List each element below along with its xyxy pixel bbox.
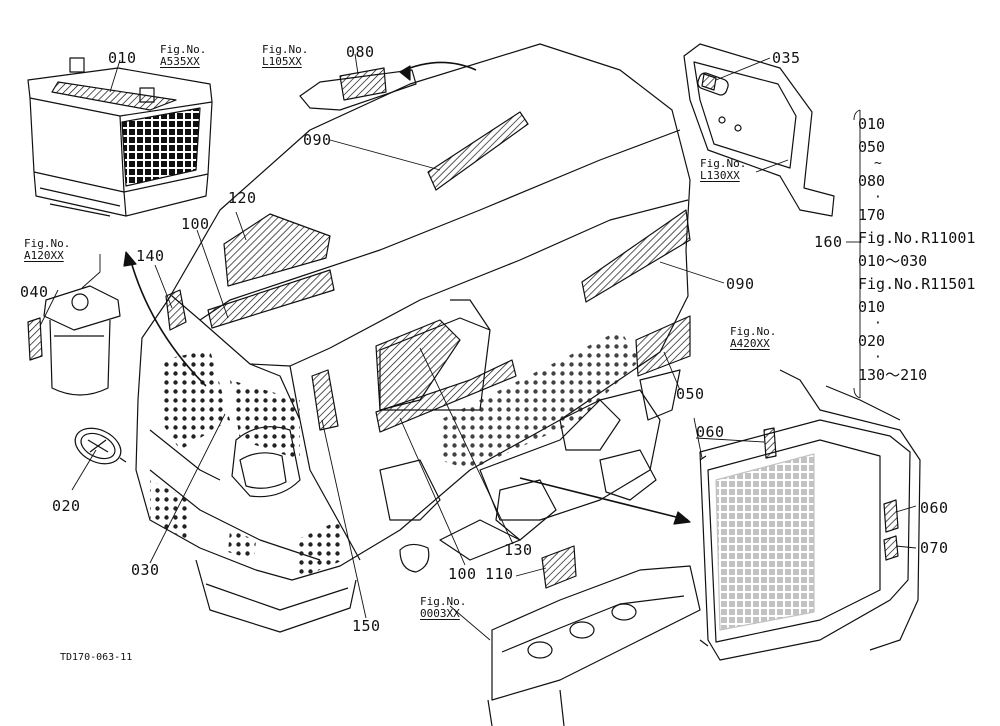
fig-ref-radiator: Fig.No. A420XX xyxy=(730,326,776,350)
fig-ref-code: A420XX xyxy=(730,337,770,350)
callout-110: 110 xyxy=(485,565,514,583)
fig-ref-label: Fig.No. xyxy=(262,43,309,56)
range-item: 010～030 xyxy=(858,252,928,270)
fuel-filter-illustration xyxy=(27,285,121,396)
range-dot: · xyxy=(874,316,882,331)
fig-ref-code: L130XX xyxy=(700,169,740,182)
fig-ref-filter: Fig.No. A120XX xyxy=(24,238,70,262)
bonnet-illustration xyxy=(135,43,691,633)
decal-150 xyxy=(311,369,339,431)
callout-080: 080 xyxy=(346,43,375,61)
callout-050: 050 xyxy=(676,385,705,403)
decal-090-side xyxy=(581,209,691,303)
drawing-code: TD170-063-11 xyxy=(60,652,133,663)
callout-100-mid: 100 xyxy=(448,565,477,583)
callout-030: 030 xyxy=(131,561,160,579)
battery-illustration xyxy=(27,57,213,217)
range-dot: · xyxy=(874,190,882,205)
decal-100-mid xyxy=(375,359,517,433)
fig-ref-label: Fig.No. xyxy=(420,595,467,608)
range-item: 170 xyxy=(858,206,886,224)
callout-070: 070 xyxy=(920,539,949,557)
decal-130 xyxy=(375,319,461,411)
decal-100-top xyxy=(207,269,335,329)
decal-140 xyxy=(165,289,187,331)
range-item: Fig.No.R11501 xyxy=(858,275,976,293)
fig-ref-code: 0003XX xyxy=(420,607,460,620)
cap-illustration xyxy=(74,427,127,465)
callout-020: 020 xyxy=(52,497,81,515)
engine-illustration xyxy=(439,369,681,561)
fig-ref-battery: Fig.No. A535XX xyxy=(160,44,206,68)
range-tilde: ~ xyxy=(874,156,882,171)
fig-ref-code: A120XX xyxy=(24,249,64,262)
decal-050 xyxy=(635,315,691,377)
callout-060-right: 060 xyxy=(920,499,949,517)
callout-130: 130 xyxy=(504,541,533,559)
fig-ref-code: A535XX xyxy=(160,55,200,68)
radiator-illustration xyxy=(699,369,921,661)
callout-150: 150 xyxy=(352,617,381,635)
side-panel-illustration xyxy=(683,43,835,217)
decal-090-top xyxy=(427,111,529,191)
callout-140: 140 xyxy=(136,247,165,265)
fig-ref-frame: Fig.No. 0003XX xyxy=(420,596,466,620)
fig-ref-label: Fig.No. xyxy=(700,157,747,170)
range-item: Fig.No.R11001 xyxy=(858,229,976,247)
range-item: 010 xyxy=(858,298,886,316)
fig-ref-label: Fig.No. xyxy=(730,325,777,338)
decal-110 xyxy=(541,545,577,589)
fig-ref-code: L105XX xyxy=(262,55,302,68)
callout-120: 120 xyxy=(228,189,257,207)
fig-ref-side-panel: Fig.No. L130XX xyxy=(700,158,746,182)
range-item: 020 xyxy=(858,332,886,350)
frame-illustration xyxy=(487,565,701,726)
callout-100-top: 100 xyxy=(181,215,210,233)
callout-090-side: 090 xyxy=(726,275,755,293)
callout-160: 160 xyxy=(814,233,843,251)
range-dot: · xyxy=(874,350,882,365)
fig-ref-label: Fig.No. xyxy=(160,43,207,56)
range-item: 010 xyxy=(858,115,886,133)
fig-ref-label: Fig.No. xyxy=(24,237,71,250)
range-item: 130～210 xyxy=(858,366,928,384)
part-160-range-list: 010 050 ~ 080 · 170 Fig.No.R11001 010～03… xyxy=(858,116,975,390)
bonnet-lid-illustration xyxy=(299,61,477,111)
callout-035: 035 xyxy=(772,49,801,67)
decal-120 xyxy=(223,213,331,287)
fig-ref-bonnet-top: Fig.No. L105XX xyxy=(262,44,308,68)
callout-040: 040 xyxy=(20,283,49,301)
callout-060-left: 060 xyxy=(696,423,725,441)
callout-090-top: 090 xyxy=(303,131,332,149)
range-item: 080 xyxy=(858,172,886,190)
callout-010: 010 xyxy=(108,49,137,67)
range-item: 050 xyxy=(858,138,886,156)
